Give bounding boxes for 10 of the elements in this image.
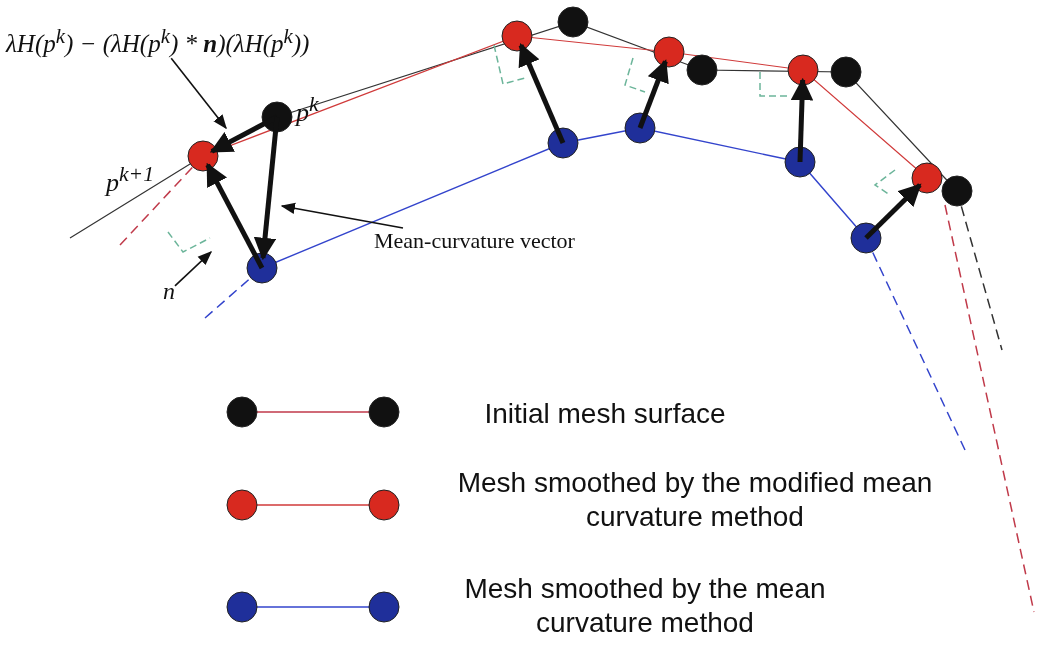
vector-label: n [163,278,175,305]
leader-line [170,57,227,130]
legend-text: Initial mesh surface [483,397,727,431]
point-label: p$^{k+1}$ [106,162,155,198]
leader-line [280,202,404,229]
legend-text: Mesh smoothed by the modified mean curvature method [456,466,934,534]
leader-line [174,251,213,287]
formula-label: λH(p$^{k}$) − (λH(p$^{k}$) *n)(λH(p$^{k}$)) [6,24,310,59]
annotation-label: Mean-curvature vector [374,228,575,254]
legend-text: Mesh smoothed by the mean curvature method [463,572,827,640]
